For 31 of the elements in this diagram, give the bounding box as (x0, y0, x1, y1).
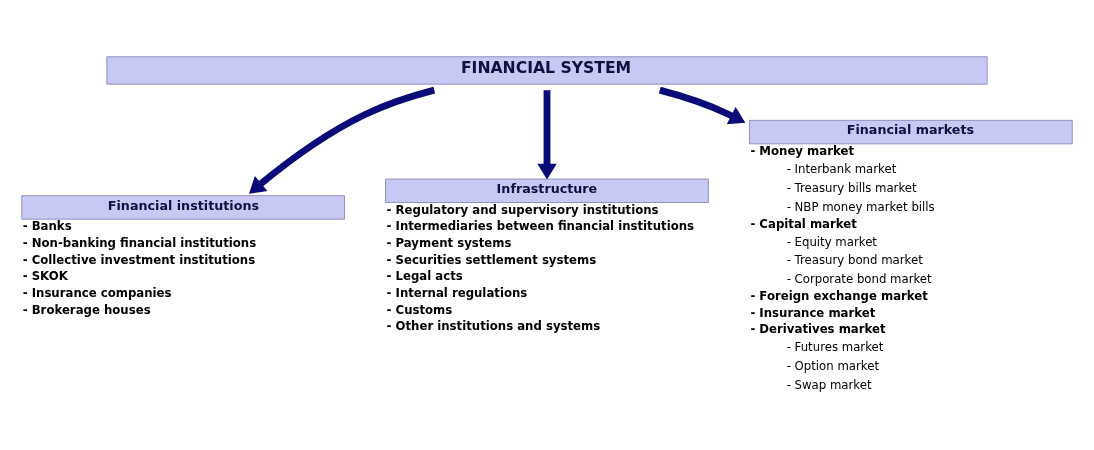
node-label: - Internal regulations (386, 285, 528, 300)
node-label: - Securities settlement systems (386, 252, 597, 267)
node-label: - Customs (386, 302, 453, 317)
node-label: - Money market (750, 143, 855, 158)
node-label: - SKOK (22, 268, 68, 283)
node-label: - Option market (786, 358, 880, 373)
node-label: - Capital market (750, 216, 857, 231)
node-label: - Equity market (786, 234, 877, 249)
node-label: - Non-banking financial institutions (22, 235, 257, 250)
node-label: - Intermediaries between financial institutions (386, 218, 695, 233)
node-label: - Futures market (786, 339, 884, 354)
node-label: - Corporate bond market (786, 271, 932, 286)
node-label: - Brokerage houses (22, 302, 151, 317)
node-label: - Banks (22, 218, 72, 233)
node-label: - Foreign exchange market (750, 288, 928, 303)
node-label: - Swap market (786, 377, 872, 392)
node-label: - Legal acts (386, 268, 463, 283)
arrow (658, 86, 746, 124)
node-label: - Insurance market (750, 305, 876, 320)
node-label: - Collective investment institutions (22, 252, 256, 267)
arrow (537, 89, 557, 179)
node-label: - Payment systems (386, 235, 512, 250)
node-label: - NBP money market bills (786, 199, 935, 214)
node-label: - Interbank market (786, 161, 897, 176)
node-label: - Insurance companies (22, 285, 172, 300)
node-label: - Other institutions and systems (386, 318, 601, 333)
node-label: - Treasury bills market (786, 180, 917, 195)
node-label: - Treasury bond market (786, 252, 923, 267)
node-label: - Derivatives market (750, 321, 886, 336)
arrow (248, 86, 436, 194)
node-label: - Regulatory and supervisory institutions (386, 202, 659, 217)
